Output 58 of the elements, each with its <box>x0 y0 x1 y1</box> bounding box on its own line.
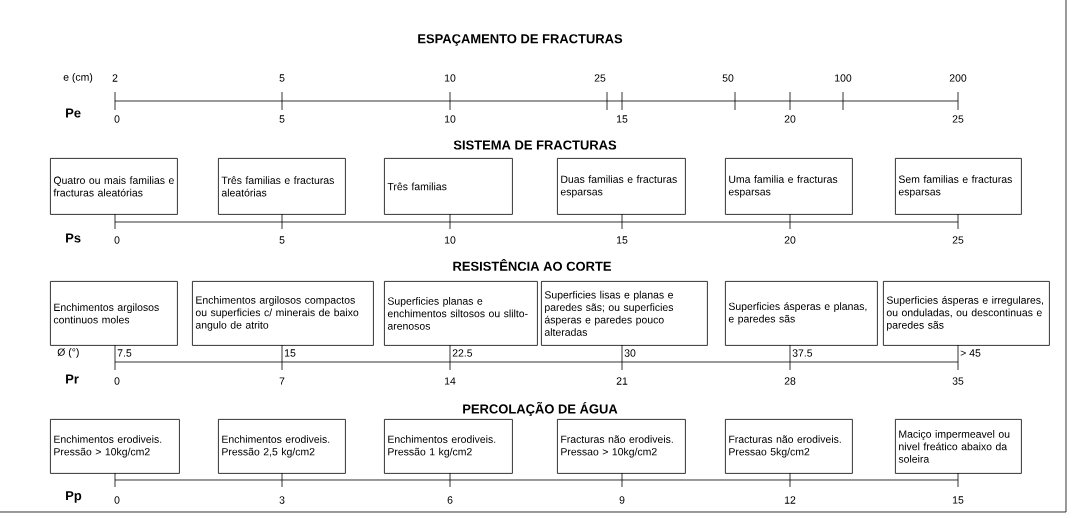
description-box: Quatro ou mais familias e fracturas aleatórias <box>50 158 178 215</box>
scale-value: 14 <box>445 377 456 385</box>
scale-value: 200 <box>949 74 967 82</box>
scale-value: 20 <box>784 236 796 244</box>
description-box: Maciço impermeavel ou nivel freático abaixo da soleira <box>895 419 1022 474</box>
description-box: Superficies ásperas e planas, e paredes sãs <box>725 281 878 346</box>
scale-value: 50 <box>722 74 734 82</box>
description-box: Uma familia e fracturas esparsas <box>725 158 853 215</box>
description-box: Sem familias e fracturas esparsas <box>895 158 1022 215</box>
scale-name: Pe <box>66 108 81 118</box>
scale-value: 21 <box>616 377 628 385</box>
scale-value: 25 <box>594 74 606 82</box>
scale-value: 0 <box>114 115 120 123</box>
scale-value: 20 <box>784 115 796 123</box>
scale-value: e (cm) <box>63 73 93 83</box>
section-heading: PERCOLAÇÃO DE ÁGUA <box>463 401 618 417</box>
scale-name: Pr <box>66 374 79 384</box>
scale-name: Pp <box>66 491 82 503</box>
description-box: Enchimentos erodiveis. Pressão 1 kg/cm2 <box>384 419 513 474</box>
scale-value: 25 <box>952 115 964 123</box>
description-box: Enchimentos argilosos compactos ou superficies c/ minerais de baixo angulo de atrito <box>192 281 374 346</box>
section-heading: ESPAÇAMENTO DE FRACTURAS <box>418 34 623 46</box>
scale-value: 0 <box>114 236 120 244</box>
scale-value: 6 <box>447 496 453 504</box>
description-box: Fracturas não erodiveis. Pressao 5kg/cm2 <box>725 419 853 474</box>
description-box: Enchimentos erodiveis. Pressão > 10kg/cm2 <box>50 419 180 474</box>
scale-value: 35 <box>952 377 964 385</box>
description-box: Três familias <box>384 158 513 215</box>
section-heading: RESISTÊNCIA AO CORTE <box>453 259 611 271</box>
scale-value: 10 <box>445 115 456 123</box>
scale-value: 2 <box>112 74 118 82</box>
scale-value: 5 <box>279 74 285 82</box>
scale-value: 9 <box>619 496 625 504</box>
description-box: Enchimentos argilosos continuos moles <box>50 281 178 346</box>
scale-name: Ps <box>66 233 81 243</box>
scale-value: 12 <box>785 496 796 504</box>
scale-value: 10 <box>445 236 456 244</box>
description-box: Enchimentos erodiveis. Pressão 2,5 kg/cm2 <box>218 419 346 474</box>
scale-value: 25 <box>952 236 964 244</box>
scale-value: 10 <box>445 74 456 82</box>
scale-value: 7 <box>279 377 285 385</box>
scale-value: 0 <box>114 377 120 385</box>
scale-value: 15 <box>953 496 964 504</box>
scale-value: 100 <box>835 74 852 82</box>
description-box: Fracturas não erodiveis. Pressao > 10kg/cm2 <box>557 419 686 474</box>
scale-value: 5 <box>279 115 285 123</box>
scale-value: 0 <box>114 496 120 504</box>
scale-value: 15 <box>617 115 628 123</box>
scale-value: 5 <box>279 236 285 244</box>
scale-value: 3 <box>279 496 285 504</box>
description-box: Duas familias e fracturas esparsas <box>557 158 686 215</box>
section-heading: SISTEMA DE FRACTURAS <box>453 140 617 150</box>
description-box: Superficies lisas e planas e paredes sãs; ou superficies ásperas e paredes pouco alteradas <box>541 281 708 346</box>
scale-value: 15 <box>617 236 628 244</box>
description-box: Superficies ásperas e irregulares, ou onduladas, ou descontinuas e paredes sãs <box>883 281 1050 346</box>
scale-value: 28 <box>784 377 796 385</box>
description-box: Três familias e fracturas aleatórias <box>218 158 346 215</box>
description-box: Superficies planas e enchimentos siltosos ou slilto-arenosos <box>384 281 538 346</box>
